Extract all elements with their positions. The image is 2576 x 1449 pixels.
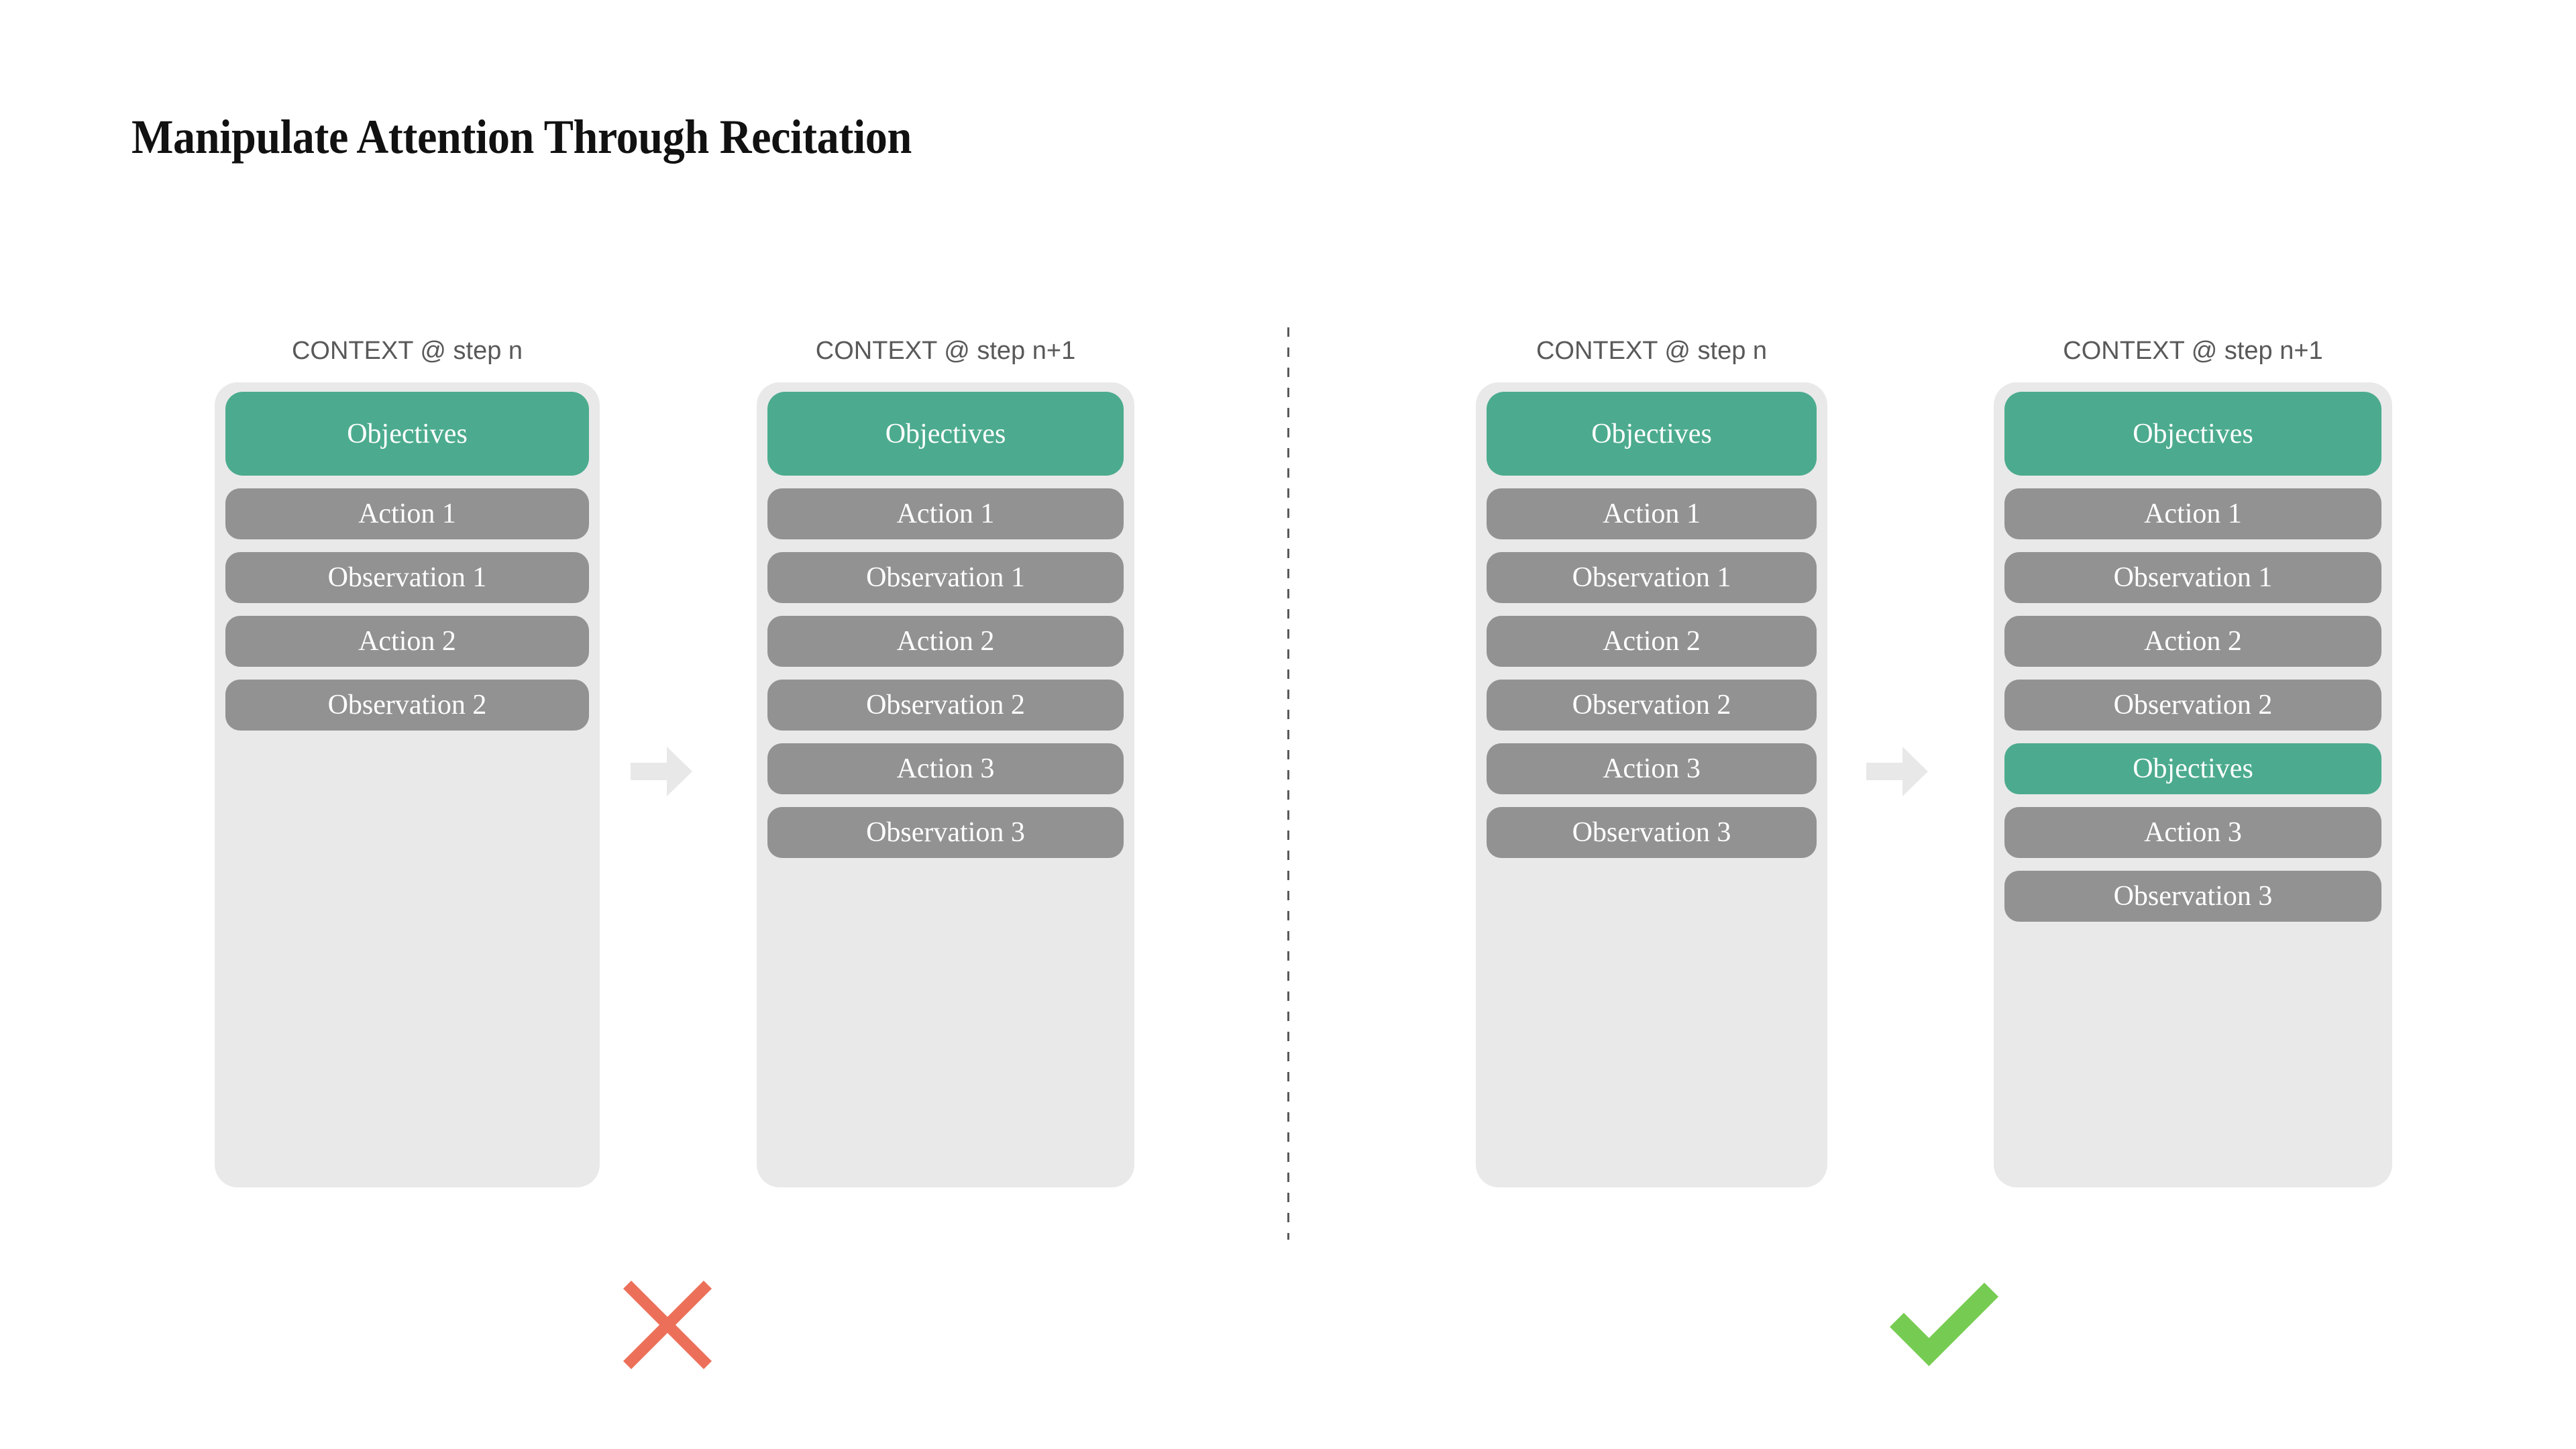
objectives-block[interactable]: Objectives [1487, 392, 1817, 476]
context-block[interactable]: Observation 1 [767, 552, 1124, 603]
context-block[interactable]: Action 2 [225, 616, 589, 667]
column-header: CONTEXT @ step n [291, 337, 523, 365]
context-block[interactable]: Observation 2 [1487, 680, 1817, 731]
context-block[interactable]: Observation 1 [2004, 552, 2381, 603]
context-block[interactable]: Action 1 [2004, 488, 2381, 539]
context-block[interactable]: Action 3 [1487, 743, 1817, 794]
column-header: CONTEXT @ step n [1536, 337, 1768, 365]
context-block[interactable]: Action 3 [767, 743, 1124, 794]
context-block[interactable]: Action 2 [2004, 616, 2381, 667]
objectives-block[interactable]: Objectives [225, 392, 589, 476]
context-block[interactable]: Observation 3 [2004, 871, 2381, 922]
column-header: CONTEXT @ step n+1 [2063, 337, 2323, 365]
context-block[interactable]: Action 1 [1487, 488, 1817, 539]
context-block[interactable]: Observation 1 [1487, 552, 1817, 603]
context-block[interactable]: Action 1 [767, 488, 1124, 539]
column-header: CONTEXT @ step n+1 [815, 337, 1076, 365]
page-title: Manipulate Attention Through Recitation [131, 110, 912, 164]
check-icon [1884, 1275, 2004, 1375]
arrow-right-icon [1866, 747, 1928, 796]
cross-icon [617, 1275, 718, 1375]
context-block[interactable]: Observation 3 [767, 807, 1124, 858]
context-block[interactable]: Observation 2 [767, 680, 1124, 731]
context-block[interactable]: Observation 3 [1487, 807, 1817, 858]
arrow-right-icon [631, 747, 692, 796]
objectives-block[interactable]: Objectives [767, 392, 1124, 476]
context-block[interactable]: Action 2 [1487, 616, 1817, 667]
group-divider [1287, 327, 1289, 1240]
context-block[interactable]: Observation 2 [2004, 680, 2381, 731]
context-block[interactable]: Action 1 [225, 488, 589, 539]
context-block[interactable]: Observation 1 [225, 552, 589, 603]
context-block[interactable]: Action 3 [2004, 807, 2381, 858]
context-block[interactable]: Action 2 [767, 616, 1124, 667]
objectives-block[interactable]: Objectives [2004, 743, 2381, 794]
context-block[interactable]: Observation 2 [225, 680, 589, 731]
objectives-block[interactable]: Objectives [2004, 392, 2381, 476]
